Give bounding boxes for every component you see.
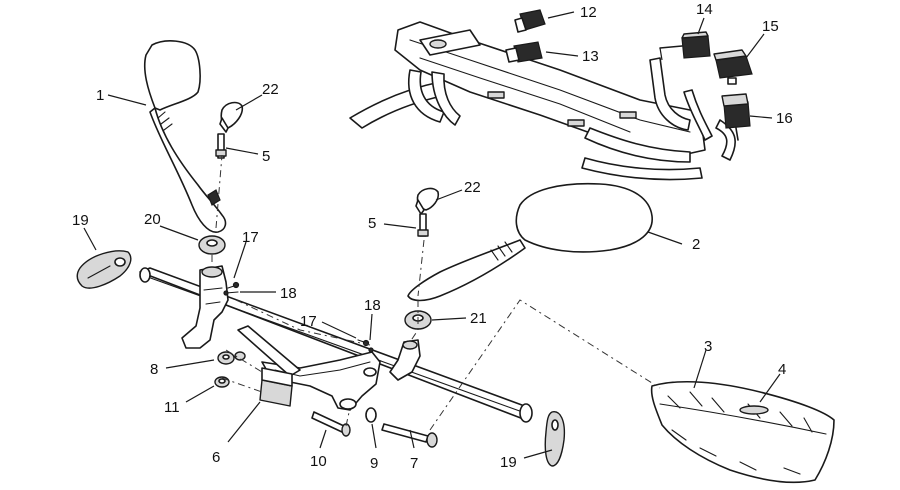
frame-and-wiring-harness xyxy=(349,21,736,181)
washer-20 xyxy=(198,235,226,255)
nut-8 xyxy=(217,351,246,365)
screw-18-left xyxy=(223,290,239,296)
callout-22-right: 22 xyxy=(464,179,481,196)
callout-10: 10 xyxy=(310,453,327,470)
leader-lines xyxy=(83,11,781,459)
callout-20: 20 xyxy=(144,211,161,228)
callout-13: 13 xyxy=(582,48,599,65)
mirror-right-2 xyxy=(407,182,653,302)
callout-19-right: 19 xyxy=(500,454,517,471)
handlebar-cover-3 xyxy=(650,380,835,484)
bar-end-plate-19-left xyxy=(76,250,132,289)
mirror-cap-22-right xyxy=(415,187,440,215)
callout-7: 7 xyxy=(410,455,418,472)
callout-3: 3 xyxy=(704,338,712,355)
callout-19-left: 19 xyxy=(72,212,89,229)
callout-17-left: 17 xyxy=(242,229,259,246)
connector-12 xyxy=(514,9,546,33)
callout-15: 15 xyxy=(762,18,779,35)
fuse-box-16 xyxy=(721,93,751,141)
relay-14 xyxy=(659,31,711,61)
callout-6: 6 xyxy=(212,449,220,466)
callout-5-left: 5 xyxy=(262,148,270,165)
callout-22-left: 22 xyxy=(262,81,279,98)
callout-11: 11 xyxy=(164,399,180,416)
o-ring-9 xyxy=(365,407,377,423)
callout-18-right: 18 xyxy=(364,297,381,314)
callout-21: 21 xyxy=(470,310,487,327)
callout-17-right: 17 xyxy=(300,313,317,330)
assembly-lines xyxy=(211,154,661,431)
bolt-10 xyxy=(311,411,351,437)
bolt-17-right xyxy=(357,339,370,347)
callout-14: 14 xyxy=(696,1,713,18)
callout-16: 16 xyxy=(776,110,793,127)
screw-5-right xyxy=(417,213,429,237)
connector-13 xyxy=(505,41,543,63)
callout-8: 8 xyxy=(150,361,158,378)
screw-18-right xyxy=(368,347,374,353)
callout-18-left: 18 xyxy=(280,285,297,302)
callout-12: 12 xyxy=(580,4,597,21)
callout-2: 2 xyxy=(692,236,700,253)
bar-end-plate-19-right xyxy=(544,411,566,467)
callout-5-right: 5 xyxy=(368,215,376,232)
callout-labels: 1 2 3 4 5 5 6 7 8 9 10 11 12 13 14 15 16… xyxy=(72,1,793,472)
callout-4: 4 xyxy=(778,361,786,378)
handlebar-assembly xyxy=(139,265,533,423)
mirror-left-1 xyxy=(143,40,227,233)
callout-9: 9 xyxy=(370,455,378,472)
mirror-cap-22-left xyxy=(219,101,244,133)
callout-1: 1 xyxy=(96,87,104,104)
badge-4 xyxy=(739,405,769,415)
bolt-17-left xyxy=(227,281,240,289)
relay-15 xyxy=(713,49,753,85)
screw-5-left xyxy=(215,133,227,159)
bolt-7 xyxy=(381,423,438,448)
